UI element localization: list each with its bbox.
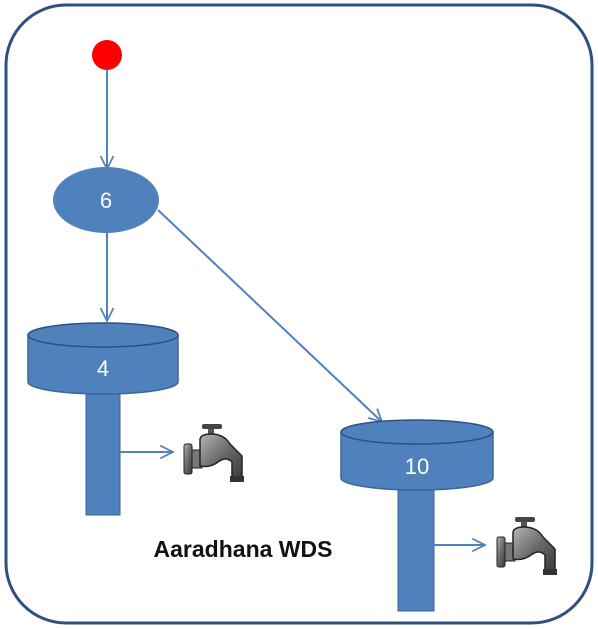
tank-10-label: 10 (405, 454, 429, 479)
junction-node: 6 (53, 167, 159, 233)
water-tap-icon (496, 517, 557, 575)
junction-label: 6 (100, 188, 112, 213)
source-node (92, 40, 122, 70)
diagram-frame (4, 3, 594, 625)
flow-arrow-junction-to-tank-10 (157, 209, 382, 422)
tank-10: 10 (340, 419, 494, 612)
tank-4: 4 (27, 322, 179, 516)
diagram-caption: Aaradhana WDS (154, 536, 333, 562)
tank-4-label: 4 (97, 356, 109, 381)
water-tap-icon (183, 424, 244, 482)
